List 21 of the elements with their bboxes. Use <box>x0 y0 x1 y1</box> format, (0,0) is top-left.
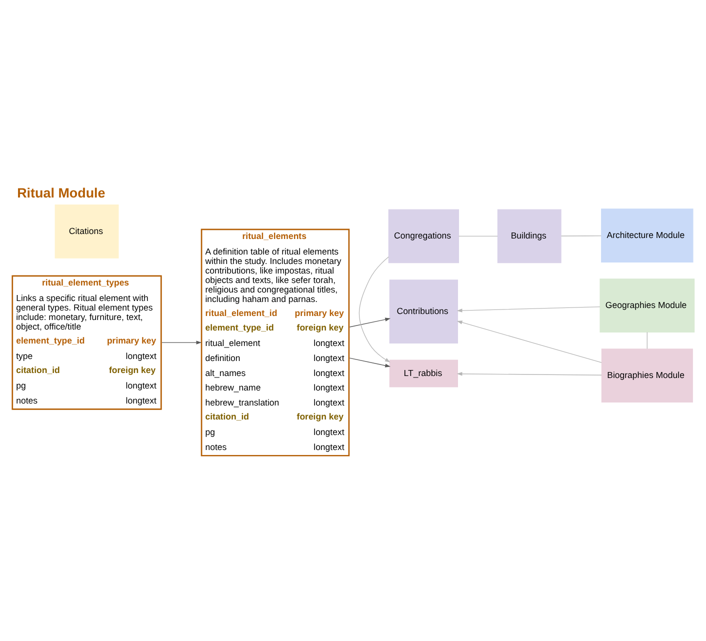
node-box: Biographies Module <box>601 348 693 402</box>
node-box: Geographies Module <box>600 278 695 332</box>
connector <box>458 236 498 237</box>
node-box: Congregations <box>388 209 460 264</box>
arrow <box>456 320 602 363</box>
node-box: ritual_element_types Links a specific ritual element with general types. Ritual element types include: monetary, furniture, text, object, office/title element_type_id primary key type longtext citation_id foreign key pg longtext notes longtext <box>12 275 162 410</box>
node-box: Architecture Module <box>601 208 694 262</box>
node-box: Citations <box>54 204 119 258</box>
connector <box>560 235 602 236</box>
arrow <box>162 340 202 344</box>
arrow <box>456 306 600 312</box>
node-box: Buildings <box>497 209 562 264</box>
node-box: Contributions <box>389 280 458 344</box>
node-box: ritual_elements A definition table of ritual elements within the study. Includes monetary contributions, like impostas, ritual objects and texts, like sefer torah, religious and congregational titles, including haham and parnas. ritual_element_id primary key element_type_id foreign key ritual_element longtext definition longtext alt_names longtext hebrew_name longtext hebrew_translation longtext citation_id foreign key pg longtext notes longtext <box>200 228 350 456</box>
node-box: LT_rabbis <box>389 360 458 388</box>
diagram-title: Ritual Module <box>17 185 106 200</box>
arrow <box>349 358 391 368</box>
arrow <box>358 256 390 362</box>
arrow <box>456 372 602 376</box>
arrow <box>349 318 391 328</box>
connector <box>646 332 648 350</box>
